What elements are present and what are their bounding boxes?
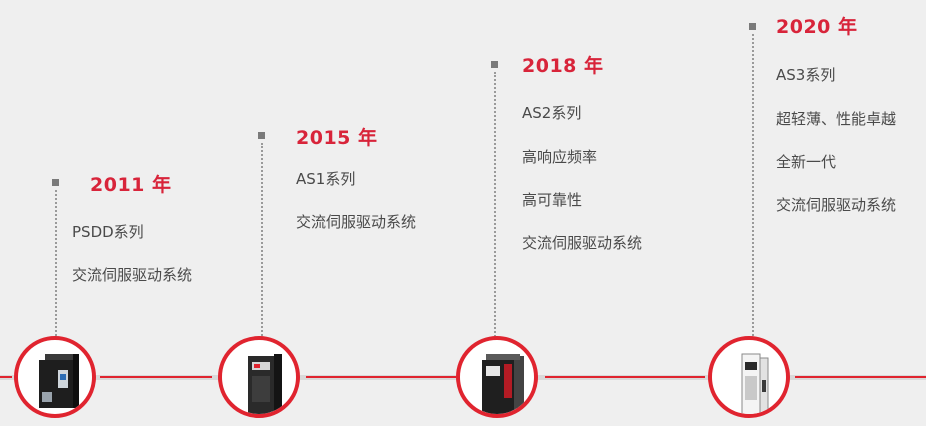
- milestone-line: 交流伺服驱动系统: [522, 234, 643, 252]
- milestone-line: AS1系列: [296, 170, 356, 188]
- timeline-connector: [55, 190, 57, 340]
- timeline-bar-accent: [306, 376, 456, 378]
- servo-drive-as1-icon: [248, 354, 282, 414]
- milestone-line: 交流伺服驱动系统: [296, 213, 417, 231]
- milestone-year: 2015 年: [296, 127, 378, 149]
- timeline-marker: [258, 132, 265, 139]
- milestone-line: AS3系列: [776, 66, 836, 84]
- timeline-bar-accent: [795, 376, 926, 378]
- product-image-circle: [456, 336, 538, 418]
- timeline-marker: [52, 179, 59, 186]
- timeline-connector: [261, 143, 263, 340]
- milestone-line: 全新一代: [776, 153, 837, 171]
- milestone-line: 交流伺服驱动系统: [72, 266, 193, 284]
- milestone-line: 超轻薄、性能卓越: [776, 110, 897, 128]
- timeline-connector: [752, 34, 754, 340]
- timeline-bar-accent: [545, 376, 705, 378]
- milestone-line: 高可靠性: [522, 191, 583, 209]
- milestone-line: 高响应频率: [522, 148, 598, 166]
- milestone-line: 交流伺服驱动系统: [776, 196, 897, 214]
- timeline-marker: [491, 61, 498, 68]
- timeline-connector: [494, 72, 496, 340]
- product-image-circle: [218, 336, 300, 418]
- milestone-year: 2018 年: [522, 55, 604, 77]
- milestone-line: PSDD系列: [72, 223, 144, 241]
- milestone-year: 2011 年: [90, 174, 172, 196]
- servo-drive-psdd-icon: [39, 354, 79, 408]
- product-image-circle: [708, 336, 790, 418]
- product-image-circle: [14, 336, 96, 418]
- timeline-bar-accent: [100, 376, 212, 378]
- milestone-line: AS2系列: [522, 104, 582, 122]
- servo-drive-as3-icon: [741, 353, 769, 414]
- servo-drive-as2-icon: [482, 354, 524, 414]
- milestone-year: 2020 年: [776, 16, 858, 38]
- timeline-bar-accent: [0, 376, 12, 378]
- timeline-marker: [749, 23, 756, 30]
